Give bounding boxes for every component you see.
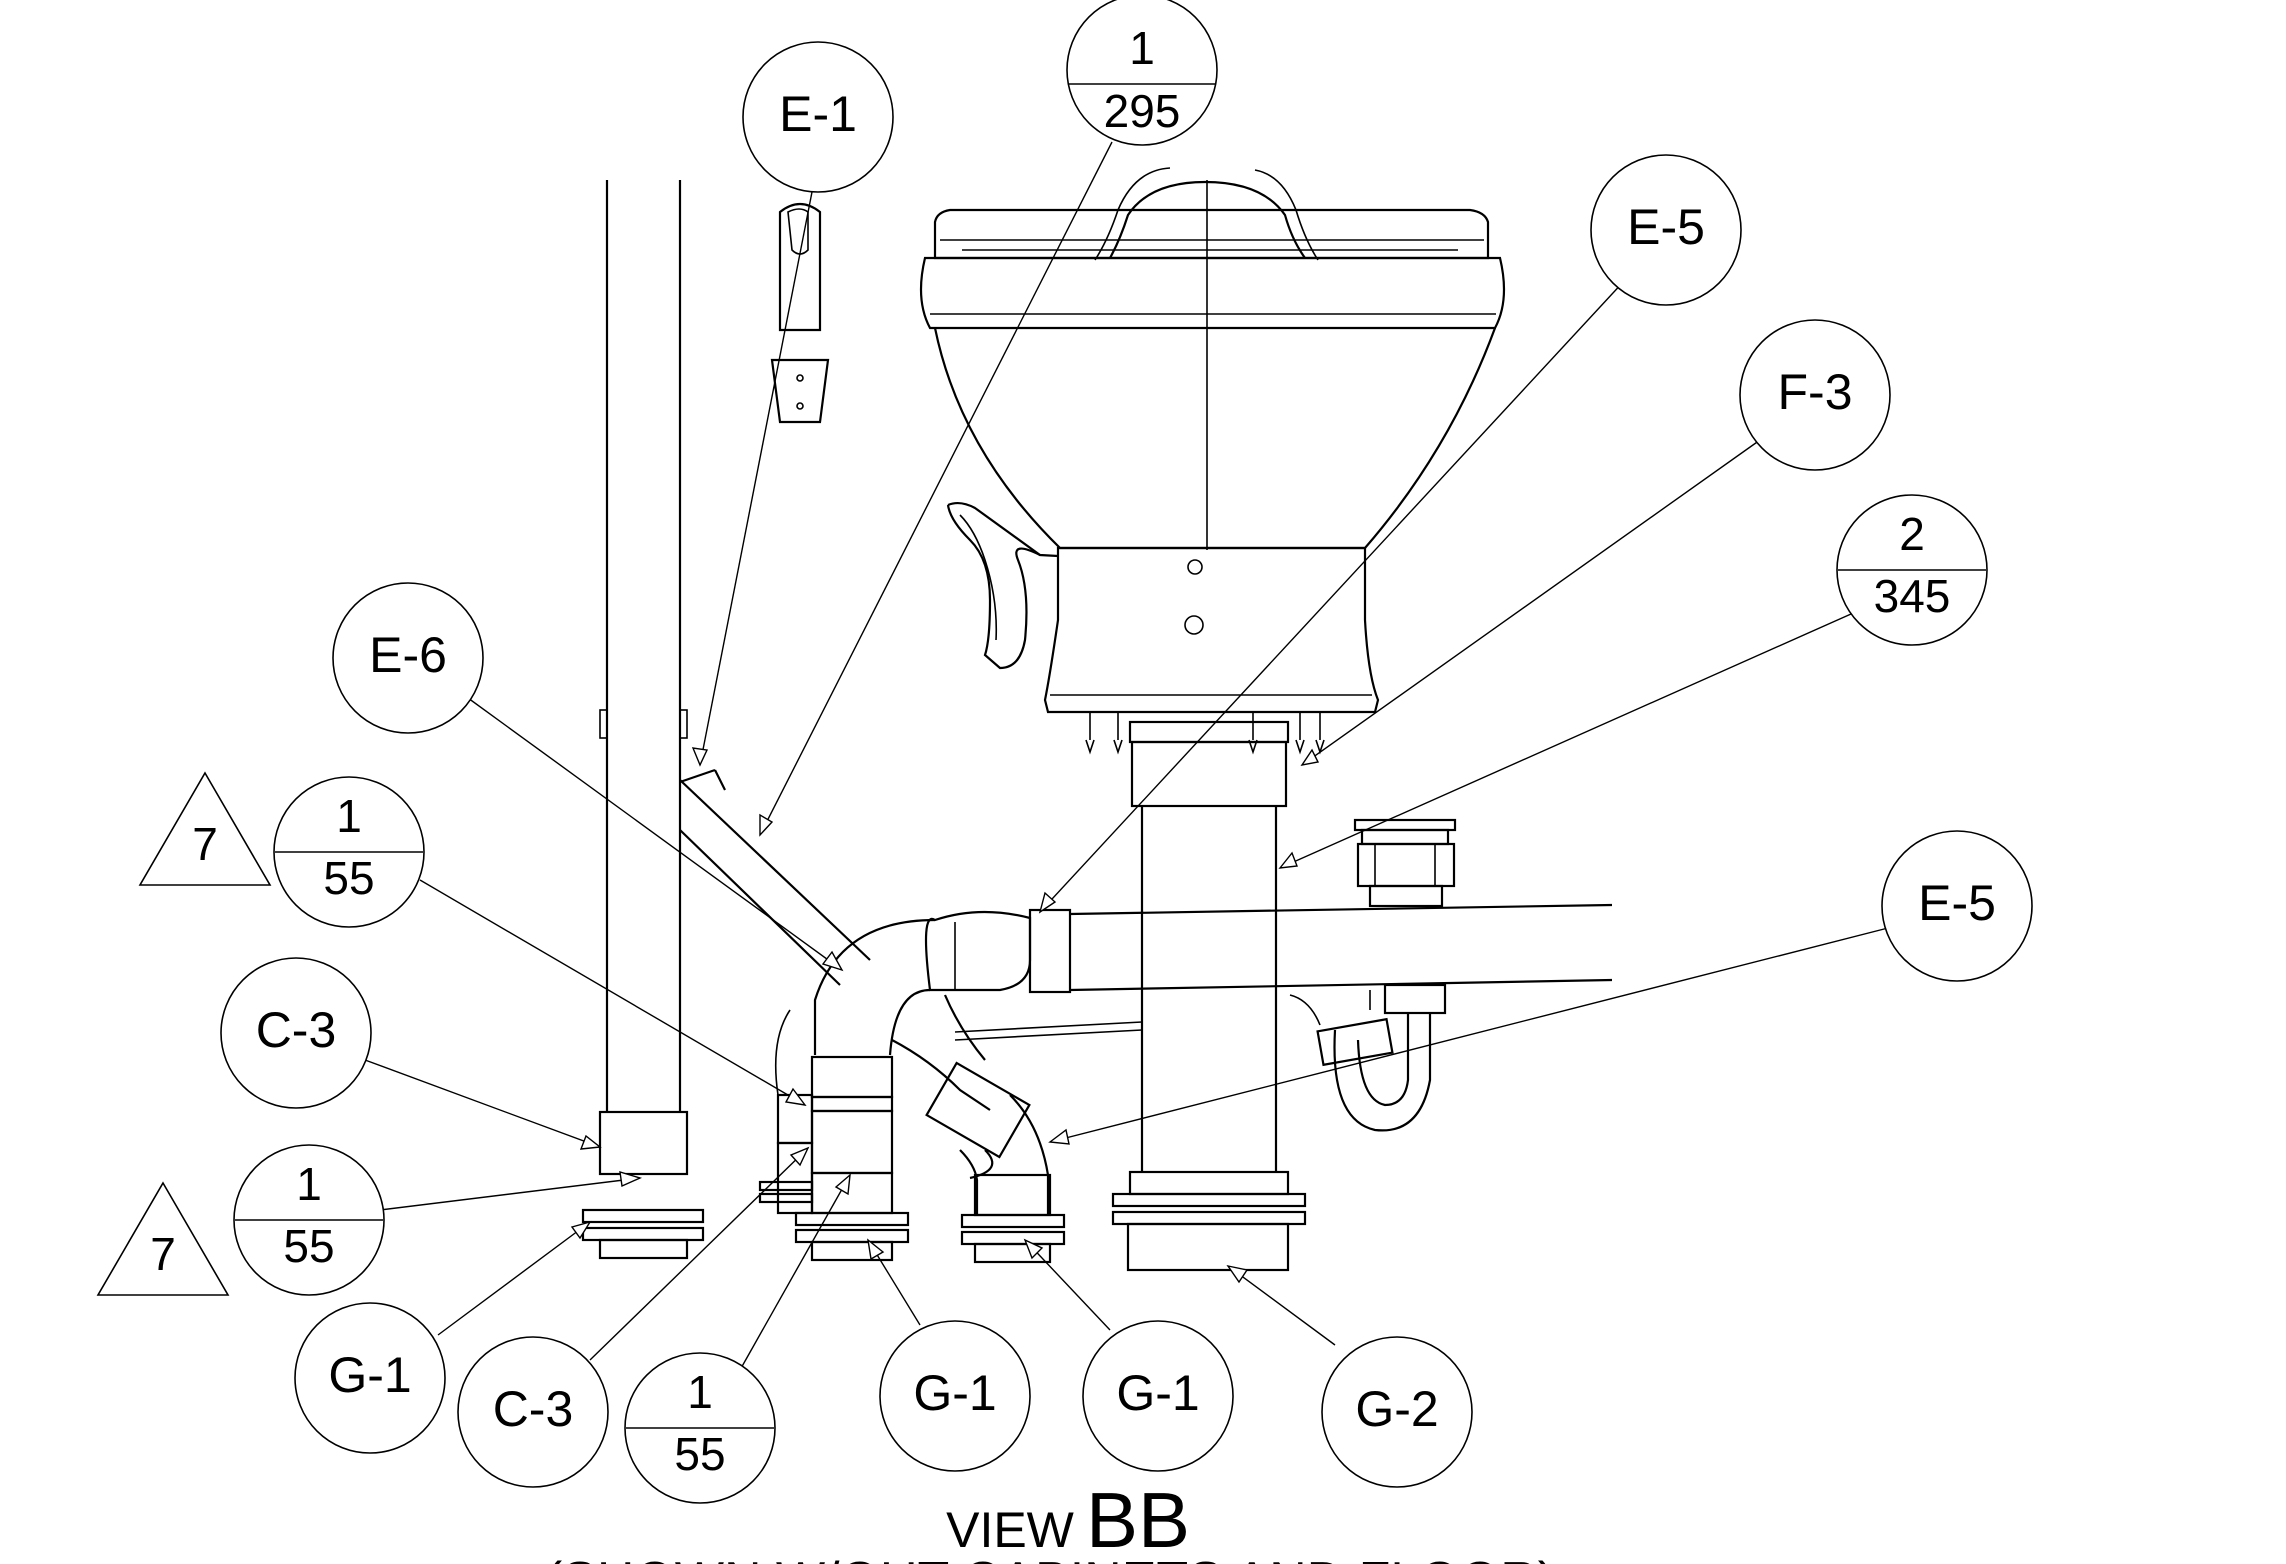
detail-ref-bottom: 345 xyxy=(1874,570,1951,622)
detail-ref-1-55-upper: 1 55 xyxy=(273,776,425,928)
detail-ref-top: 1 xyxy=(296,1158,322,1210)
revision-flag-upper: 7 xyxy=(138,771,272,886)
detail-ref-1-55-mid: 1 55 xyxy=(233,1144,385,1296)
detail-ref-top: 2 xyxy=(1899,508,1925,560)
view-subtitle: (SHOWN W/OUT CABINETS AND FLOOR) xyxy=(545,1552,1555,1564)
callout-e1: E-1 xyxy=(742,41,894,193)
view-title-prefix: VIEW xyxy=(946,1502,1075,1558)
callout-c3-upper: C-3 xyxy=(220,957,372,1109)
callout-e6: E-6 xyxy=(332,582,484,734)
callout-g1-left: G-1 xyxy=(294,1302,446,1454)
toilet xyxy=(919,167,1506,755)
callout-g1-right: G-1 xyxy=(1082,1320,1234,1472)
revision-flag-lower: 7 xyxy=(96,1181,230,1296)
left-vent-pipe xyxy=(581,180,705,1260)
leader-lines xyxy=(364,141,1889,1371)
view-title: VIEW BB (SHOWN W/OUT CABINETS AND FLOOR) xyxy=(545,1476,1555,1564)
callout-label: C-3 xyxy=(256,1002,337,1058)
horizontal-discharge-pipe xyxy=(758,903,1613,1264)
base-studs xyxy=(1085,712,1325,755)
part-e1 xyxy=(770,202,830,424)
callout-e5-top: E-5 xyxy=(1590,154,1742,306)
callout-label: C-3 xyxy=(493,1381,574,1437)
callout-label: G-1 xyxy=(328,1347,411,1403)
diagonal-branch-pipe xyxy=(679,768,871,986)
callout-label: G-1 xyxy=(913,1365,996,1421)
detail-ref-top: 1 xyxy=(1129,22,1155,74)
revision-flag-label: 7 xyxy=(192,818,218,870)
detail-ref-top: 1 xyxy=(687,1366,713,1418)
detail-ref-bottom: 295 xyxy=(1104,85,1181,137)
detail-ref-1-55-lower: 1 55 xyxy=(624,1352,776,1504)
sink-strainer-trap xyxy=(1289,818,1457,1132)
callout-label: F-3 xyxy=(1778,364,1853,420)
detail-ref-2-345: 2 345 xyxy=(1836,494,1988,646)
detail-ref-bottom: 55 xyxy=(674,1428,725,1480)
callout-label: E-5 xyxy=(1627,199,1705,255)
callout-c3-lower: C-3 xyxy=(457,1336,609,1488)
callout-label: G-1 xyxy=(1116,1365,1199,1421)
callout-label: G-2 xyxy=(1355,1381,1438,1437)
detail-ref-top: 1 xyxy=(336,790,362,842)
callout-e5-lower: E-5 xyxy=(1881,830,2033,982)
vertical-discharge-pipe xyxy=(1111,740,1307,1272)
revision-flag-label: 7 xyxy=(150,1228,176,1280)
callout-g2: G-2 xyxy=(1321,1336,1473,1488)
callout-label: E-6 xyxy=(369,627,447,683)
callout-f3: F-3 xyxy=(1739,319,1891,471)
callout-label: E-1 xyxy=(779,86,857,142)
callout-label: E-5 xyxy=(1918,875,1996,931)
detail-ref-bottom: 55 xyxy=(283,1220,334,1272)
view-title-name: BB xyxy=(1086,1476,1190,1564)
detail-ref-bottom: 55 xyxy=(323,852,374,904)
detail-ref-1-295: 1 295 xyxy=(1066,0,1218,146)
callout-g1-mid: G-1 xyxy=(879,1320,1031,1472)
